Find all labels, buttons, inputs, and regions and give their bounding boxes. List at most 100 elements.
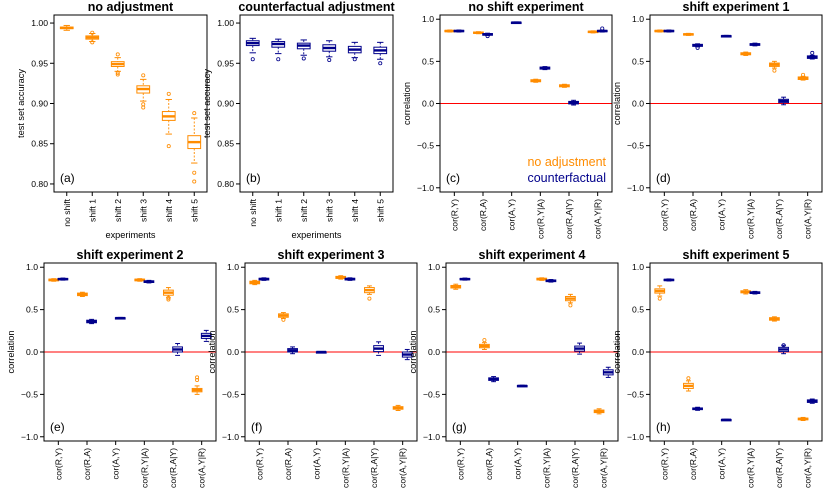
box-navy-6	[602, 366, 614, 378]
box-orange-2	[473, 31, 484, 35]
x-tick-label: cor(R,A|Y)	[369, 448, 379, 488]
x-tick-label: cor(R,A)	[688, 199, 698, 231]
box-orange-6	[797, 416, 809, 421]
y-axis-label: correlation	[612, 331, 622, 374]
y-tick-label: 1.0	[428, 262, 440, 272]
box-navy-6	[806, 398, 818, 404]
x-tick-label: cor(R,Y)	[455, 448, 465, 480]
box-navy-6	[401, 348, 413, 361]
x-tick-label: shift 1	[273, 199, 283, 222]
x-tick-label: shift 4	[350, 199, 360, 222]
box-orange-5	[769, 60, 780, 73]
box-orange-2	[683, 376, 694, 392]
panel-8: shift experiment 5−1.0−0.50.00.51.0cor(R…	[612, 248, 823, 488]
panel-title: no adjustment	[88, 0, 174, 14]
x-tick-label: cor(R,Y|A)	[541, 448, 551, 488]
box-navy-1	[663, 278, 675, 282]
y-tick-label: −1.0	[222, 432, 239, 442]
y-tick-label: 1.00	[217, 18, 234, 28]
outlier-point	[166, 297, 171, 302]
box-orange-6	[593, 408, 605, 415]
box-orange-2	[278, 312, 289, 322]
panel-label: (g)	[452, 420, 467, 434]
x-tick-label: cor(R,A|Y)	[168, 448, 178, 488]
x-tick-label: no shift	[248, 198, 258, 226]
outlier-point	[166, 295, 171, 300]
box-navy-4	[749, 290, 761, 295]
outlier-point	[250, 57, 255, 62]
x-tick-label: cor(A,Y|R)	[599, 448, 609, 488]
y-tick-label: 0.80	[217, 179, 234, 189]
x-tick-label: cor(R,Y|A)	[535, 199, 545, 239]
plot-frame	[53, 14, 208, 193]
y-tick-label: 0.5	[632, 56, 644, 66]
panel-5: shift experiment 2−1.0−0.50.00.51.0cor(R…	[6, 248, 217, 488]
y-axis-label: correlation	[207, 331, 217, 374]
panel-7: shift experiment 4−1.0−0.50.00.51.0cor(R…	[408, 248, 619, 488]
y-tick-label: 0.95	[217, 58, 234, 68]
y-axis-label: correlation	[408, 331, 418, 374]
panel-label: (h)	[656, 420, 671, 434]
x-tick-label: cor(R,A|Y)	[774, 199, 784, 239]
box-orange-6	[191, 375, 203, 395]
box-orange-4	[134, 278, 146, 282]
panel-title: no shift experiment	[468, 0, 584, 14]
box-navy-1	[57, 277, 69, 281]
box-orange-5	[163, 287, 174, 302]
panel-6: shift experiment 3−1.0−0.50.00.51.0cor(R…	[207, 248, 418, 488]
outlier-point	[327, 58, 332, 63]
box-navy-1	[453, 29, 465, 33]
outlier-point	[115, 52, 120, 57]
box-navy-1	[663, 29, 675, 33]
x-tick-label: cor(R,Y)	[659, 448, 669, 480]
x-tick-label: cor(R,A|Y)	[564, 199, 574, 239]
x-tick-label: cor(R,A|Y)	[570, 448, 580, 488]
x-tick-label: shift 1	[87, 199, 97, 222]
panel-label: (f)	[251, 420, 262, 434]
box-navy-4	[545, 279, 557, 283]
panel-4: shift experiment 1−1.0−0.50.00.51.0cor(R…	[612, 0, 823, 239]
x-tick-label: cor(R,Y|A)	[745, 448, 755, 488]
y-tick-label: −0.5	[423, 389, 440, 399]
box-navy-5	[568, 99, 579, 106]
y-tick-label: −0.5	[627, 389, 644, 399]
y-tick-label: −1.0	[627, 183, 644, 193]
x-tick-label: cor(R,Y|A)	[139, 448, 149, 488]
y-tick-label: −0.5	[417, 141, 434, 151]
outlier-point	[781, 343, 786, 348]
box-navy-3	[516, 384, 528, 388]
box-orange-1	[654, 29, 666, 33]
x-tick-label: shift 3	[324, 199, 334, 222]
y-tick-label: 0.5	[632, 305, 644, 315]
box-navy-1	[245, 37, 260, 62]
box-navy-6	[596, 26, 608, 33]
y-tick-label: −1.0	[423, 432, 440, 442]
box-navy-5	[172, 343, 183, 356]
x-tick-label: cor(A,Y)	[717, 199, 727, 231]
x-tick-label: cor(A,Y)	[312, 448, 322, 480]
box-orange-1	[444, 29, 456, 33]
box-navy-2	[692, 43, 703, 50]
box-orange-4	[530, 78, 542, 83]
y-tick-label: 1.0	[422, 14, 434, 24]
box-orange-6	[187, 111, 202, 184]
x-tick-label: shift 2	[113, 199, 123, 222]
box-navy-6	[200, 329, 212, 342]
box-navy-2	[271, 38, 286, 62]
box-orange-2	[479, 338, 490, 350]
panel-title: shift experiment 3	[278, 248, 385, 262]
box-navy-6	[806, 50, 818, 60]
box-orange-5	[161, 91, 176, 149]
outlier-point	[367, 296, 372, 301]
box-navy-3	[510, 21, 522, 25]
outlier-point	[141, 73, 146, 78]
outlier-point	[657, 296, 662, 301]
box-navy-2	[488, 376, 499, 383]
outlier-point	[801, 72, 806, 77]
panel-label: (e)	[50, 420, 65, 434]
box-navy-5	[778, 96, 789, 106]
box-orange-4	[335, 275, 347, 280]
box-orange-4	[740, 51, 752, 56]
y-tick-label: 0.80	[31, 179, 48, 189]
y-tick-label: 0.85	[217, 139, 234, 149]
